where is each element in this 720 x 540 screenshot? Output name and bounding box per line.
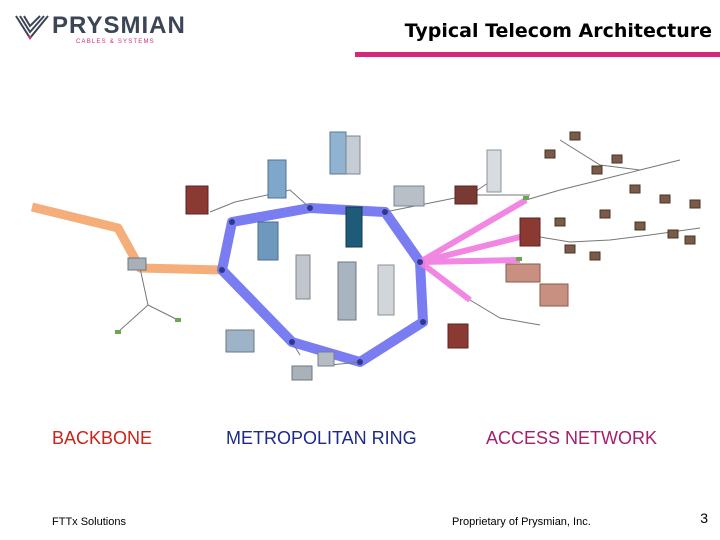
logo-wordmark: PRYSMIAN (52, 12, 186, 39)
label-backbone: BACKBONE (52, 428, 153, 448)
backbone-link (30, 202, 223, 275)
prysmian-logo: PRYSMIAN CABLES & SYSTEMS (14, 12, 194, 46)
network-architecture-diagram (30, 131, 701, 381)
slide-title: Typical Telecom Architecture (404, 20, 712, 42)
label-metropolitan-ring: METROPOLITAN RING (226, 428, 417, 448)
house-icons (544, 131, 701, 261)
title-underline-bar (355, 52, 720, 57)
building-icons (127, 131, 569, 381)
page-number: 3 (700, 510, 708, 526)
prysmian-emblem-icon (15, 15, 49, 40)
footer-proprietary-text: Proprietary of Prysmian, Inc. (452, 516, 591, 528)
access-network-links (418, 197, 529, 303)
ring-nodes (219, 205, 426, 365)
footer-left-text: FTTx Solutions (52, 516, 126, 528)
logo-subtext: CABLES & SYSTEMS (76, 39, 155, 45)
label-access-network: ACCESS NETWORK (486, 428, 658, 448)
